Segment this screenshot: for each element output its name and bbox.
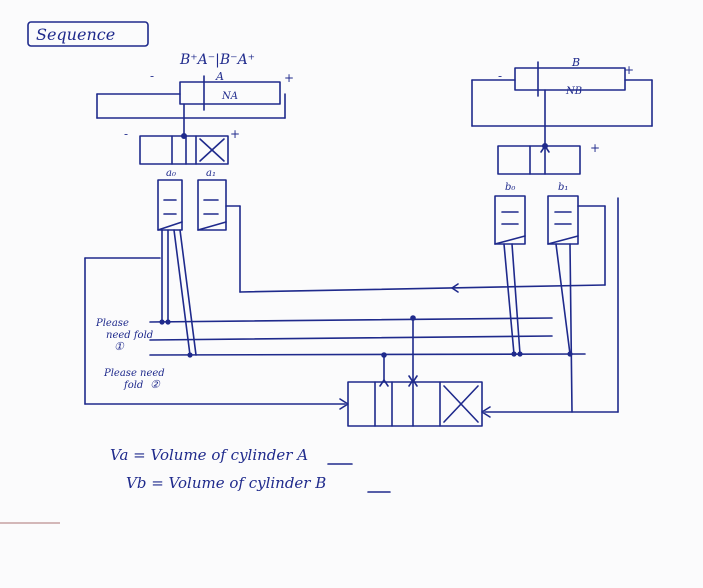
legend-va: Va = Volume of cylinder A: [110, 446, 308, 464]
note-2-line-c: ②: [150, 378, 161, 391]
cylinder-b-minus: -: [498, 69, 502, 83]
valve-a-plus: +: [230, 127, 240, 141]
cylinder-a-minus: -: [150, 69, 154, 83]
valve-b-plus: +: [590, 141, 600, 155]
cylinder-b-chamber: NB: [565, 86, 582, 97]
sensor-valves-a: a₀ a₁: [157, 168, 227, 231]
legend-vb: Vb = Volume of cylinder B: [126, 474, 326, 492]
cylinder-a: A NA - +: [96, 69, 294, 137]
sensor-b0-label: b₀: [505, 182, 515, 193]
paper-edge-line: [0, 522, 60, 524]
valve-a: - +: [124, 127, 240, 165]
title-text: Sequence: [36, 25, 115, 44]
cylinder-b-label: B: [571, 56, 580, 69]
valve-a-minus: -: [124, 127, 128, 141]
sensor-a0-label: a₀: [166, 168, 176, 179]
main-valve: [347, 379, 483, 427]
sensor-b1-label: b₁: [558, 182, 568, 193]
cylinder-a-plus: +: [284, 71, 294, 85]
note-1-line-b: need fold: [106, 330, 153, 341]
note-1-line-c: ①: [114, 340, 125, 353]
junction-dots: [159, 133, 573, 358]
sensor-a1-label: a₁: [206, 168, 216, 179]
signal-lines: [84, 197, 619, 418]
legend: Va = Volume of cylinder A Vb = Volume of…: [110, 446, 391, 493]
cylinder-a-label: A: [215, 70, 224, 83]
note-1: Please need fold ①: [95, 318, 153, 353]
note-2-line-a: Please need: [103, 368, 165, 379]
cylinder-b: B NB - +: [471, 56, 653, 147]
sequence-text: B⁺A⁻|B⁻A⁺: [179, 52, 255, 68]
note-1-line-a: Please: [95, 318, 129, 329]
valve-b: +: [497, 141, 600, 175]
title-box: Sequence: [27, 21, 149, 47]
cylinder-b-plus: +: [624, 63, 634, 77]
note-2: Please need fold ②: [103, 368, 165, 391]
cylinder-a-chamber: NA: [221, 91, 238, 102]
sensor-valves-b: b₀ b₁: [494, 182, 579, 245]
note-2-line-b: fold: [123, 380, 143, 391]
